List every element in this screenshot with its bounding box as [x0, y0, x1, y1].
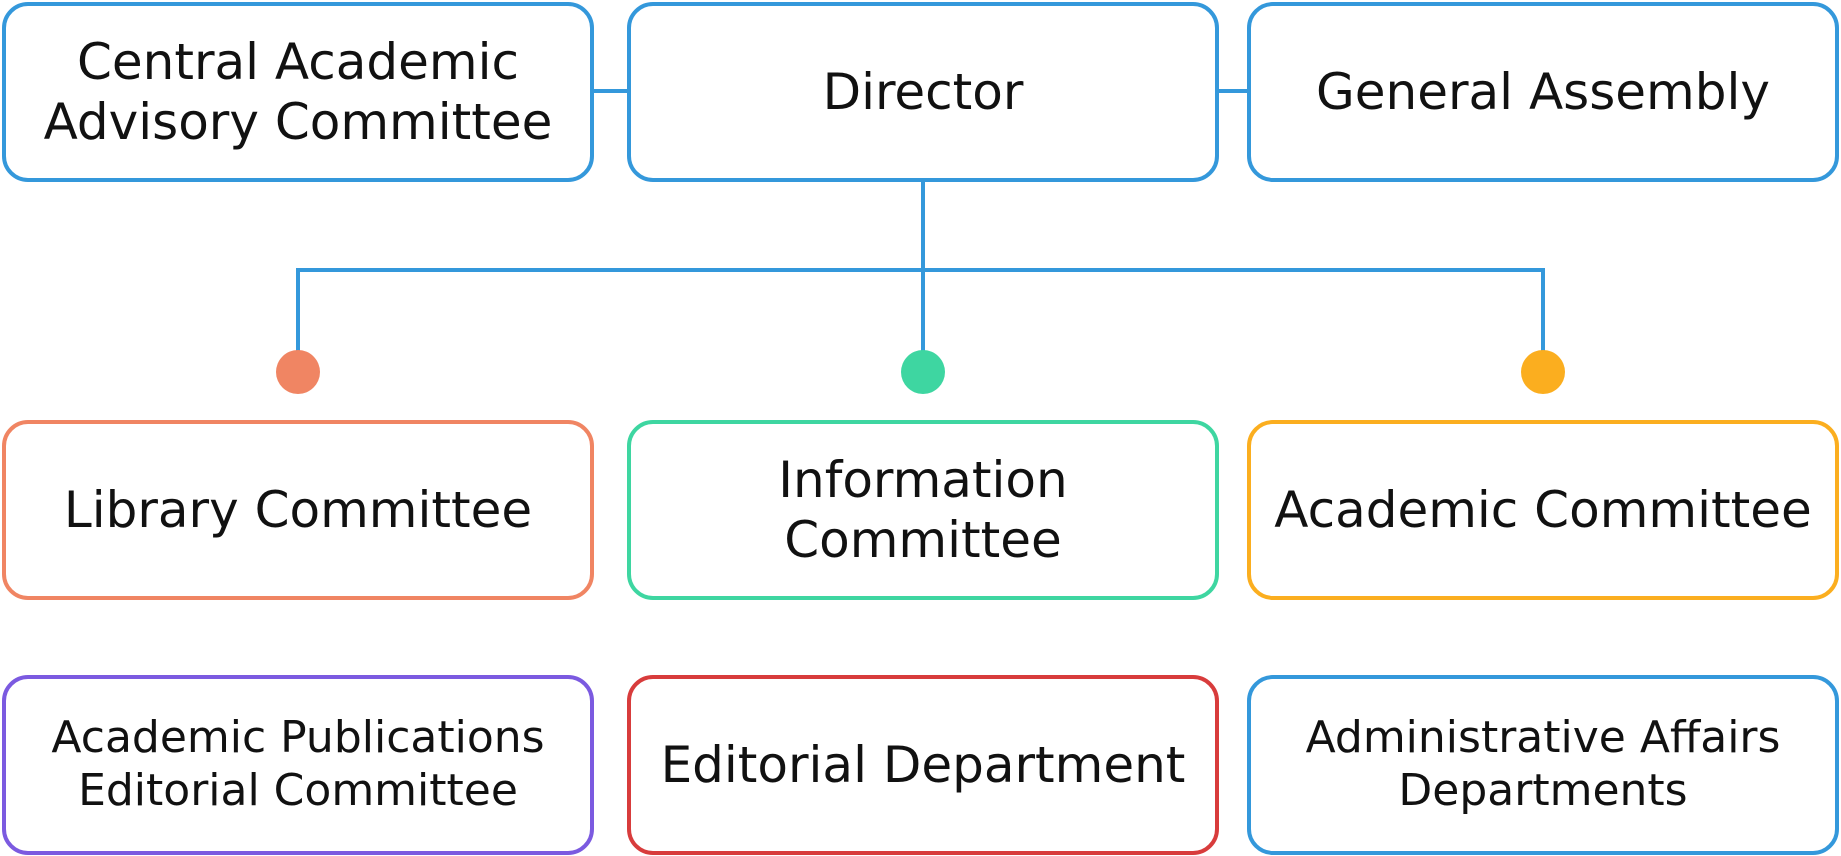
academic-publications-editorial-committee-box: Academic Publications Editorial Committe…	[2, 675, 594, 855]
general-assembly-box: General Assembly	[1247, 2, 1839, 182]
information-committee-box: Information Committee	[627, 420, 1219, 600]
academic-branch-dot	[1521, 350, 1565, 394]
academic-committee-box: Academic Committee	[1247, 420, 1839, 600]
information-branch-dot	[901, 350, 945, 394]
director-box: Director	[627, 2, 1219, 182]
central-academic-advisory-committee-box: Central Academic Advisory Committee	[2, 2, 594, 182]
library-branch-dot	[276, 350, 320, 394]
library-committee-box: Library Committee	[2, 420, 594, 600]
editorial-department-box: Editorial Department	[627, 675, 1219, 855]
administrative-affairs-departments-box: Administrative Affairs Departments	[1247, 675, 1839, 855]
